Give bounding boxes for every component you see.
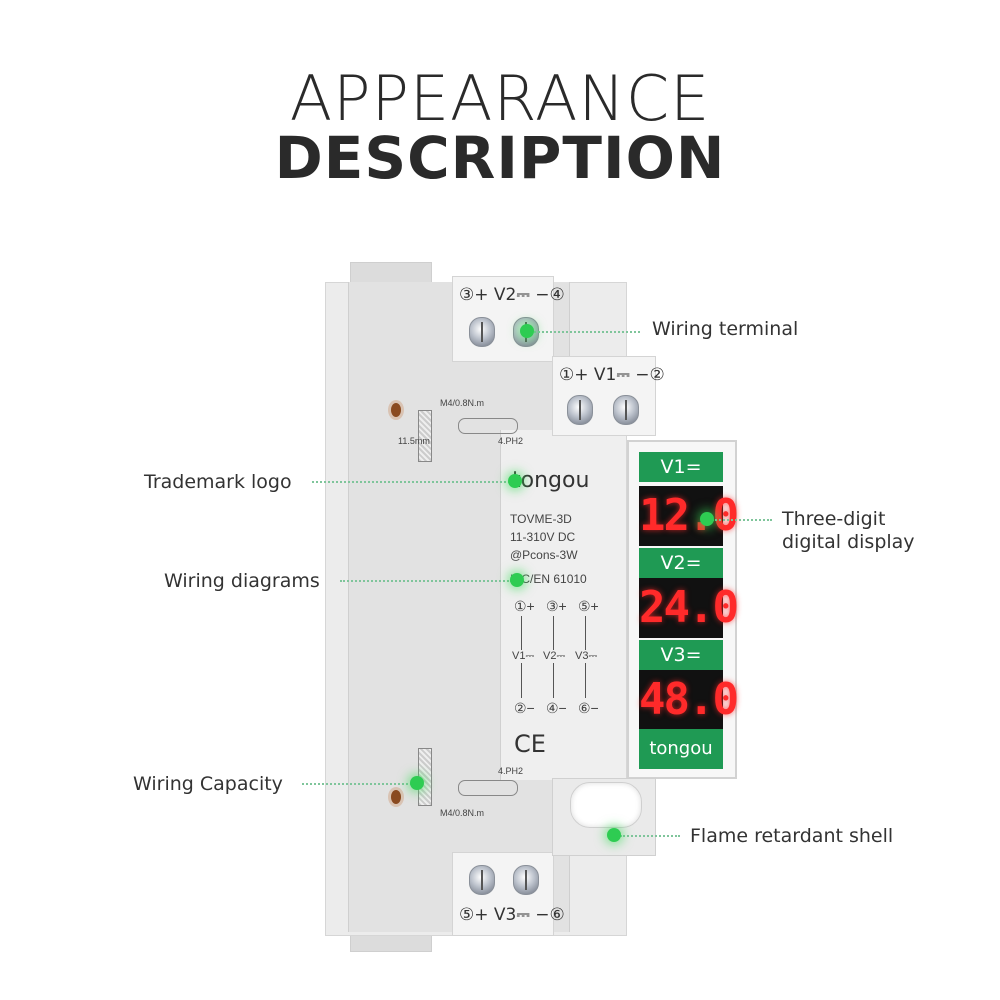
- mounting-hole-icon: [391, 790, 401, 804]
- callout-wiring-diagrams: Wiring diagrams: [164, 570, 320, 592]
- screw-icon: [613, 395, 639, 425]
- diagram-minus-4: ④−: [546, 700, 567, 716]
- shell-cap: [570, 782, 642, 828]
- callout-wiring-capacity: Wiring Capacity: [133, 773, 283, 795]
- heading-line1: APPEARANCE: [289, 62, 711, 135]
- callout-display-line2: digital display: [782, 531, 915, 553]
- screw-icon: [469, 317, 495, 347]
- screw-icon: [513, 865, 539, 895]
- callout-flame-shell: Flame retardant shell: [690, 825, 894, 847]
- diagram-plus-1: ①+: [514, 598, 535, 614]
- callout-line-display: [712, 519, 772, 521]
- terminal-top-front: ①+ V1⎓ −②: [552, 356, 665, 436]
- callout-wiring-terminal: Wiring terminal: [652, 318, 799, 340]
- callout-line-shell: [620, 835, 680, 837]
- diagram-plus-3: ③+: [546, 598, 567, 614]
- screw-icon: [469, 865, 495, 895]
- terminal-bottom-label: ⑤+ V3⎓ −⑥: [459, 905, 565, 925]
- screw-icon: [567, 395, 593, 425]
- model-text: TOVME-3D: [510, 512, 572, 526]
- diagram-plus-5: ⑤+: [578, 598, 599, 614]
- strip-length-label: 11.5mm: [398, 436, 430, 446]
- range-text: 11-310V DC: [510, 530, 576, 544]
- display-v1-value: 12.0: [639, 486, 739, 546]
- diagram-v3: V3⎓: [575, 650, 598, 663]
- ph-label-top: 4.PH2: [498, 436, 524, 446]
- digital-display: V1= 12.0 V2= 24.0 V3= 48.0 tongou: [627, 440, 739, 779]
- callout-line-terminal: [534, 331, 640, 333]
- ce-mark: CE: [514, 730, 546, 758]
- torque-label-top: M4/0.8N.m: [440, 398, 485, 408]
- display-v2-label: V2=: [639, 548, 723, 578]
- indicator-dot-icon: [607, 828, 621, 842]
- diagram-v1: V1⎓: [512, 650, 535, 663]
- indicator-dot-icon: [508, 474, 522, 488]
- indicator-dot-icon: [410, 776, 424, 790]
- terminal-top-back-label: ③+ V2⎓ −④: [459, 285, 565, 305]
- indicator-dot-icon: [520, 324, 534, 338]
- callout-trademark-logo: Trademark logo: [144, 471, 292, 493]
- heading-line2: DESCRIPTION: [274, 124, 726, 192]
- display-v3-label: V3=: [639, 640, 723, 670]
- diagram-minus-2: ②−: [514, 700, 535, 716]
- torque-label-bottom: M4/0.8N.m: [440, 808, 485, 818]
- power-text: @Pcons-3W: [510, 548, 578, 562]
- screwdriver-icon: [458, 780, 518, 796]
- device-face: [500, 430, 626, 780]
- callout-line-logo: [312, 481, 510, 483]
- mounting-hole-icon: [391, 403, 401, 417]
- indicator-dot-icon: [700, 512, 714, 526]
- diagram-v2: V2⎓: [543, 650, 566, 663]
- callout-line-diagrams: [340, 580, 512, 582]
- callout-line-capacity: [302, 783, 412, 785]
- ph-label-bottom: 4.PH2: [498, 766, 524, 776]
- standard-text: IEC/EN 61010: [510, 572, 587, 586]
- screwdriver-icon: [458, 418, 518, 434]
- display-v3-value: 48.0: [639, 670, 739, 730]
- terminal-top-front-label: ①+ V1⎓ −②: [559, 365, 665, 385]
- brand-logo: tongou: [512, 468, 590, 493]
- callout-display-line1: Three-digit: [782, 508, 886, 530]
- diagram-minus-6: ⑥−: [578, 700, 599, 716]
- wire-strip-icon: [418, 410, 432, 462]
- display-brand-logo: tongou: [639, 729, 723, 769]
- display-v2-value: 24.0: [639, 578, 739, 638]
- indicator-dot-icon: [510, 573, 524, 587]
- terminal-bottom: ⑤+ V3⎓ −⑥: [452, 852, 565, 936]
- terminal-top-back: ③+ V2⎓ −④: [452, 276, 565, 362]
- display-v1-label: V1=: [639, 452, 723, 482]
